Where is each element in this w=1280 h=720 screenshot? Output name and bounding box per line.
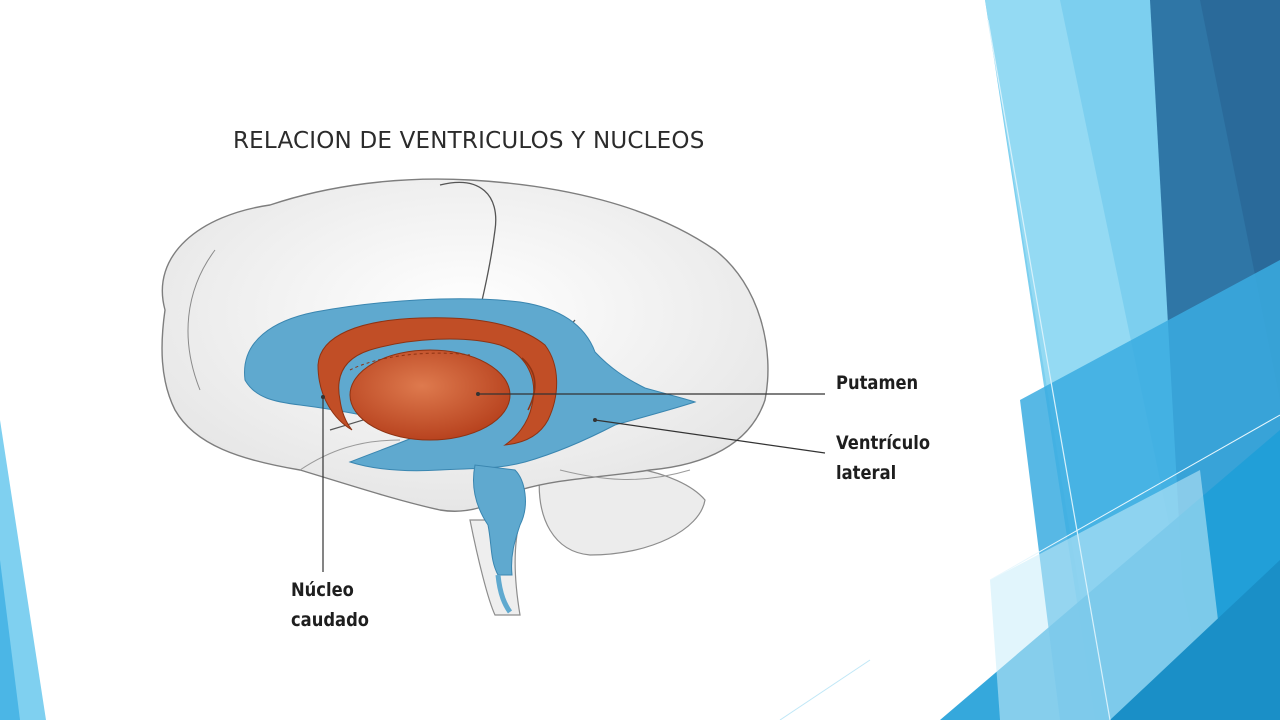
putamen bbox=[349, 349, 511, 441]
ventricle-leader-line bbox=[594, 419, 826, 454]
label-putamen: Putamen bbox=[836, 372, 919, 394]
left-decor-shapes bbox=[0, 420, 46, 720]
label-nucleo-caudado: Núcleo caudado bbox=[291, 579, 369, 631]
slide-title: RELACION DE VENTRICULOS Y NUCLEOS bbox=[233, 128, 705, 154]
caudate-nucleus bbox=[317, 317, 558, 446]
label-ventriculo-lateral: Ventrículo lateral bbox=[836, 432, 931, 484]
third-ventricle bbox=[472, 464, 526, 576]
